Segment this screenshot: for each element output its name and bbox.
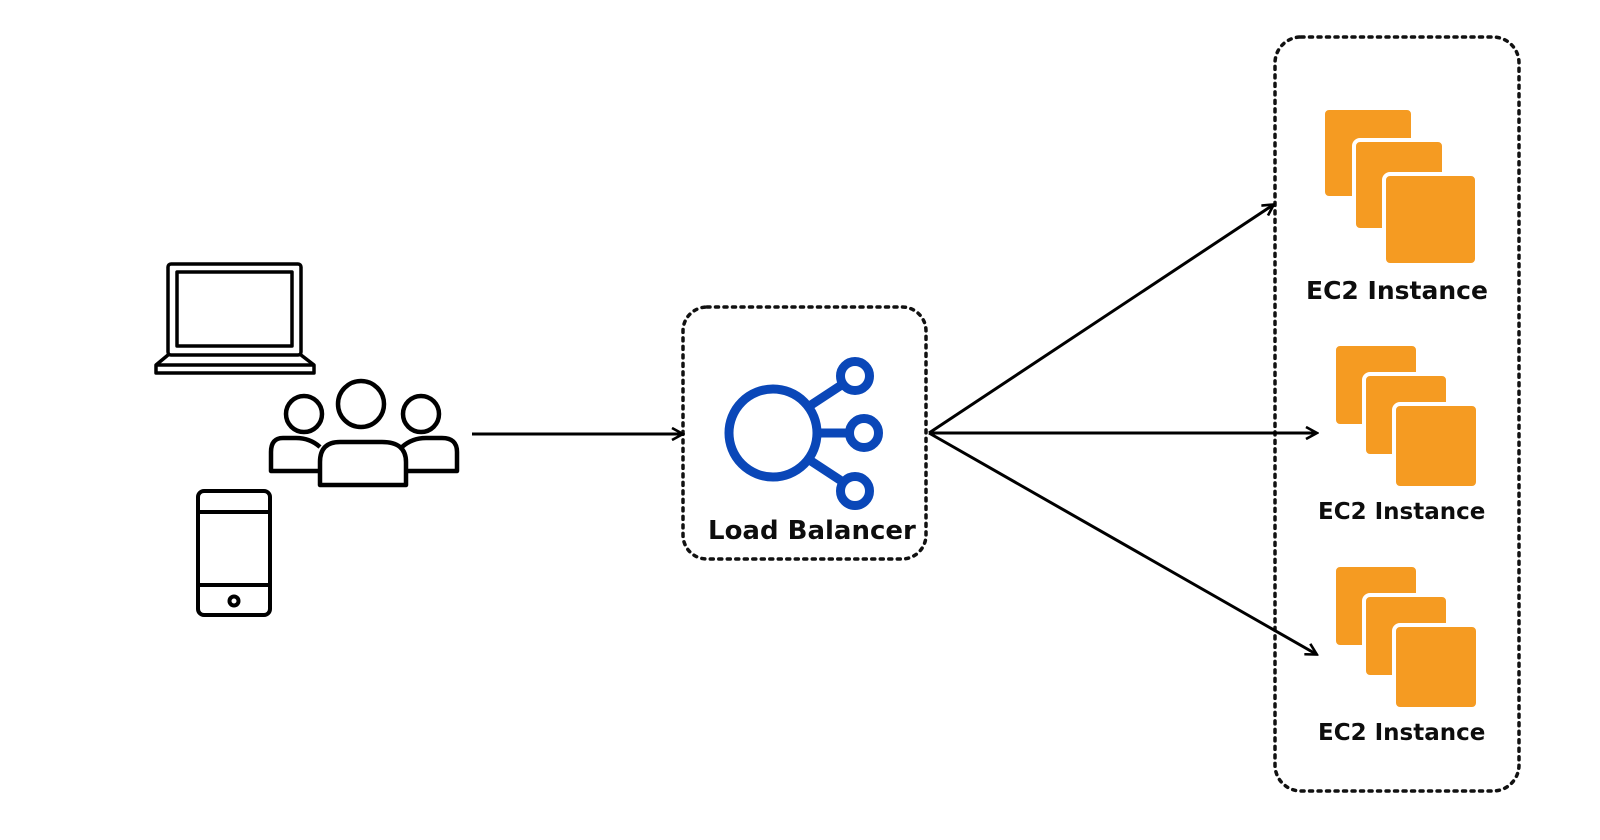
arrow-load-balancer-to-ec2-1 — [928, 205, 1273, 435]
users-icon — [268, 378, 460, 488]
connection-arrows — [472, 205, 1316, 654]
ec2-instance-label: EC2 Instance — [1306, 276, 1488, 305]
mobile-phone-icon — [196, 489, 272, 617]
arrow-load-balancer-to-ec2-3 — [928, 431, 1316, 654]
ec2-instance-label: EC2 Instance — [1318, 720, 1486, 746]
ec2-instance-icon — [1332, 563, 1480, 711]
ec2-instance-label: EC2 Instance — [1318, 499, 1486, 525]
ec2-instance-icon — [1332, 342, 1480, 490]
load-balancer-icon — [724, 357, 883, 510]
load-balancer-label: Load Balancer — [708, 516, 916, 546]
ec2-instance-icon — [1321, 106, 1479, 267]
laptop-icon — [154, 262, 316, 375]
ec2-group-container — [1273, 35, 1521, 793]
